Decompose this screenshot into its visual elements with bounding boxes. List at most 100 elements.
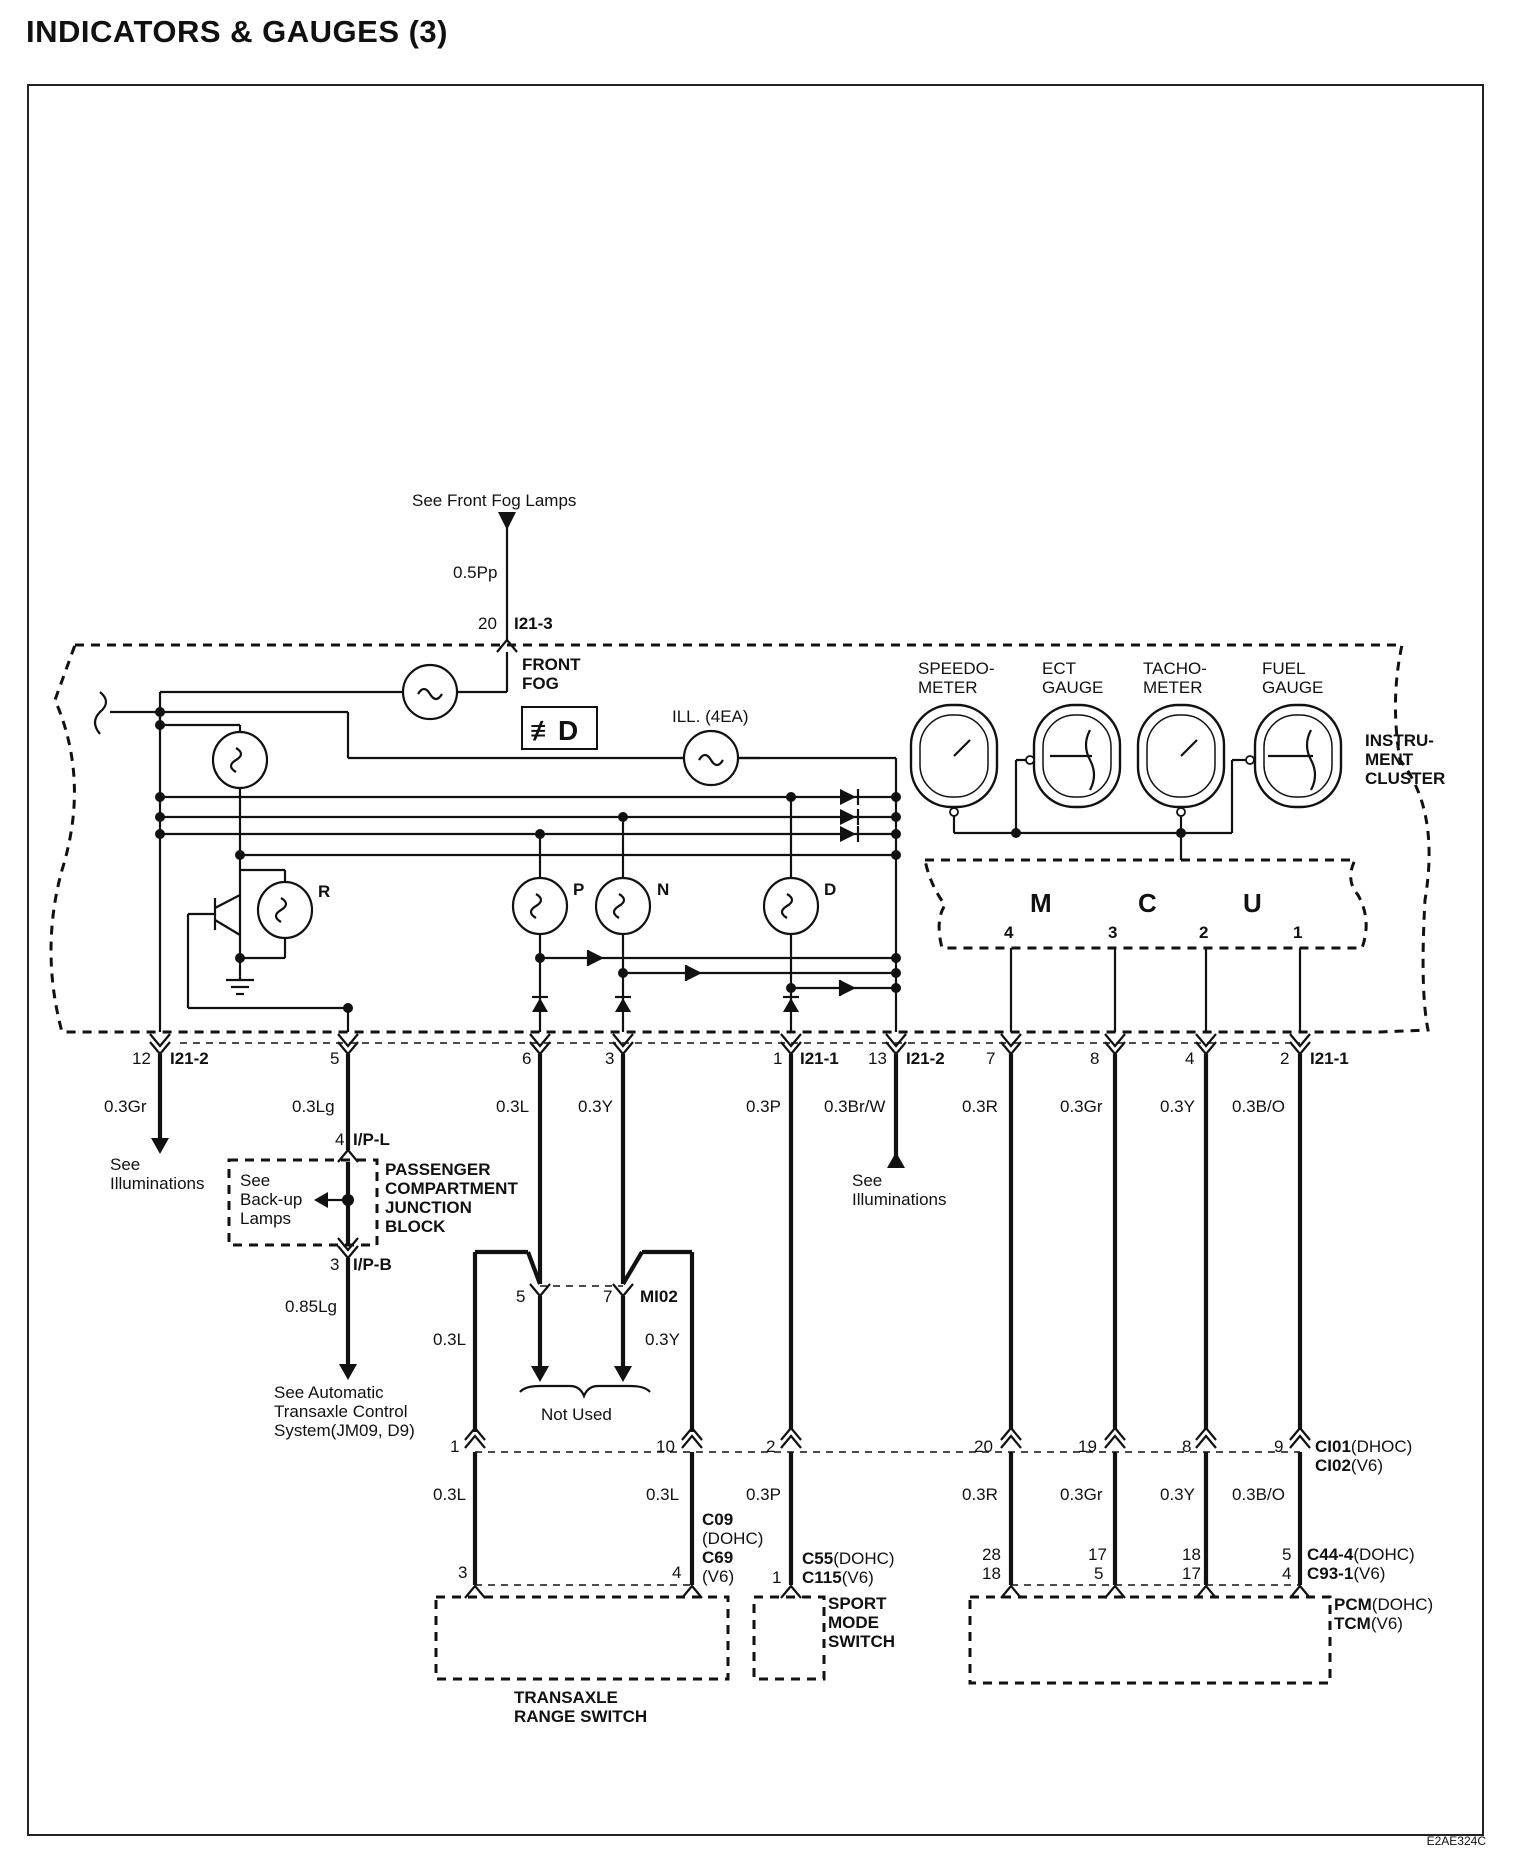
trs-box	[434, 1595, 730, 1681]
pin-label: 7	[986, 1049, 995, 1068]
ci01-pin: 10	[656, 1437, 675, 1456]
connector-icon	[1195, 1426, 1217, 1449]
arrow-left-icon	[314, 1192, 328, 1208]
ci01-connector-pins: 1 10 2 20 19 8 9 CI01(DHOC) CI02(V6)	[450, 1426, 1412, 1475]
ci01-pin: 1	[450, 1437, 459, 1456]
wire-label: 0.3Gr	[104, 1097, 147, 1116]
svg-text:C115(V6): C115(V6)	[802, 1568, 874, 1587]
c93-rest: (V6)	[1353, 1564, 1385, 1583]
c55-rest: (DOHC)	[833, 1549, 894, 1568]
mcu-pin-2: 2	[1199, 923, 1208, 942]
connector-icon	[1289, 1426, 1311, 1449]
jb-label-1: PASSENGER	[385, 1160, 491, 1179]
bulb-icon	[612, 893, 626, 919]
svg-text:TCM(V6): TCM(V6)	[1334, 1614, 1403, 1633]
lower-wires: 0.3L 0.3L 0.3P 0.3R 0.3Gr 0.3Y 0.3B/O	[433, 1452, 1303, 1585]
lamp-unlabeled	[211, 730, 269, 790]
trs-pin-left: 3	[458, 1563, 467, 1582]
connector-icon	[780, 1426, 802, 1449]
arrow-up-icon	[887, 1152, 905, 1168]
trs-pin-right: 4	[672, 1563, 681, 1582]
connector-icon	[337, 1033, 359, 1056]
pin-label: 3	[605, 1049, 614, 1068]
svg-text:C55(DOHC): C55(DOHC)	[802, 1549, 895, 1568]
pcm-tcm-module: 28 17 18 5 18 5 17 4 C44-4(DOHC) C93-1(V…	[968, 1545, 1433, 1685]
wire-label: 0.3B/O	[1232, 1485, 1285, 1504]
illuminations-left-1: See	[110, 1155, 140, 1174]
front-fog-wire-label: 0.5Pp	[453, 563, 497, 582]
svg-text:CI02(V6): CI02(V6)	[1315, 1456, 1383, 1475]
arrow-down-icon	[614, 1366, 632, 1382]
jb-label-4: BLOCK	[385, 1217, 446, 1236]
sport-switch-box	[752, 1595, 826, 1681]
lamp-r: R	[256, 880, 330, 940]
bulb-icon	[780, 893, 794, 919]
pcm-rest: (DOHC)	[1372, 1595, 1433, 1614]
mcu-output-wires	[1009, 948, 1302, 1032]
pcm-pin-bottom: 4	[1282, 1564, 1291, 1583]
tcm-rest: (V6)	[1371, 1614, 1403, 1633]
connector-icon	[1104, 1584, 1126, 1599]
lamp-p-label: P	[573, 880, 584, 899]
pcm-box	[968, 1595, 1332, 1685]
illuminations-left-2: Illuminations	[110, 1174, 205, 1193]
pin-label: 5	[330, 1049, 339, 1068]
diode-icon	[840, 980, 856, 996]
arrow-down-icon	[151, 1138, 169, 1154]
wire-label: 0.3Br/W	[824, 1097, 885, 1116]
front-fog-feed: See Front Fog Lamps 0.5Pp 20 I21-3 FRONT…	[412, 491, 598, 750]
ci01-label-rest: (DHOC)	[1351, 1437, 1412, 1456]
mcu-pin-4: 4	[1004, 923, 1014, 942]
pin-label: 12	[132, 1049, 151, 1068]
pin-label: 2	[1280, 1049, 1289, 1068]
connector-icon	[1000, 1584, 1022, 1599]
diagram-code: E2AE324C	[1426, 1834, 1486, 1848]
svg-text:PCM(DOHC): PCM(DOHC)	[1334, 1595, 1433, 1614]
connector-icon	[1195, 1584, 1217, 1599]
wire-label: 0.3Y	[1160, 1097, 1195, 1116]
connector-icon	[681, 1584, 703, 1599]
c93-bold: C93-1	[1307, 1564, 1353, 1583]
connector-icon	[337, 1148, 359, 1163]
cluster-internal-wiring	[93, 652, 901, 1032]
cluster-output-wires: 0.3Gr See Illuminations 0.3Lg 0.3L 0.3Y …	[104, 1054, 1303, 1430]
mcu-letter-m: M	[1030, 888, 1052, 918]
diode-icon	[532, 998, 548, 1012]
c09-label-4: (V6)	[702, 1567, 734, 1586]
svg-text:C93-1(V6): C93-1(V6)	[1307, 1564, 1385, 1583]
connector-icon	[1104, 1033, 1126, 1056]
connector-icon	[464, 1426, 486, 1449]
diagram-frame	[27, 84, 1484, 1836]
diode-icon	[588, 950, 604, 966]
mi02-pin-right: 7	[603, 1287, 612, 1306]
ci01-pin: 2	[766, 1437, 775, 1456]
connector-label: I21-2	[170, 1049, 209, 1068]
auto-trans-2: Transaxle Control	[274, 1402, 408, 1421]
arrow-down-icon	[339, 1364, 357, 1380]
bulb-icon	[698, 753, 724, 767]
diode-icon	[615, 998, 631, 1012]
lamp-d: D	[762, 876, 836, 936]
sport-label-1: SPORT	[828, 1594, 887, 1613]
jb-label-3: JUNCTION	[385, 1198, 472, 1217]
bulb-icon	[274, 897, 288, 923]
wire-label: 0.3R	[962, 1097, 998, 1116]
sport-label-2: MODE	[828, 1613, 879, 1632]
c55-pin: 1	[772, 1568, 781, 1587]
wire-label: 0.3P	[746, 1097, 781, 1116]
c09-label-3: C69	[702, 1548, 733, 1567]
connector-icon	[612, 1033, 634, 1056]
fog-lamp-glyph-icon: ≢D	[530, 715, 578, 746]
jb-bottom-connector: I/P-B	[353, 1255, 392, 1274]
gauge-tacho-label-2: METER	[1143, 678, 1203, 697]
sport-label-3: SWITCH	[828, 1632, 895, 1651]
connector-label: I21-1	[800, 1049, 839, 1068]
c09-label-2: (DOHC)	[702, 1529, 763, 1548]
mcu-letter-u: U	[1243, 888, 1262, 918]
front-fog-label-1: FRONT	[522, 655, 581, 674]
illuminations-right-1: See	[852, 1171, 882, 1190]
ci02-label-bold: CI02	[1315, 1456, 1351, 1475]
svg-text:CI01(DHOC): CI01(DHOC)	[1315, 1437, 1412, 1456]
arrow-down-icon	[531, 1366, 549, 1382]
bulb-icon	[529, 893, 543, 919]
